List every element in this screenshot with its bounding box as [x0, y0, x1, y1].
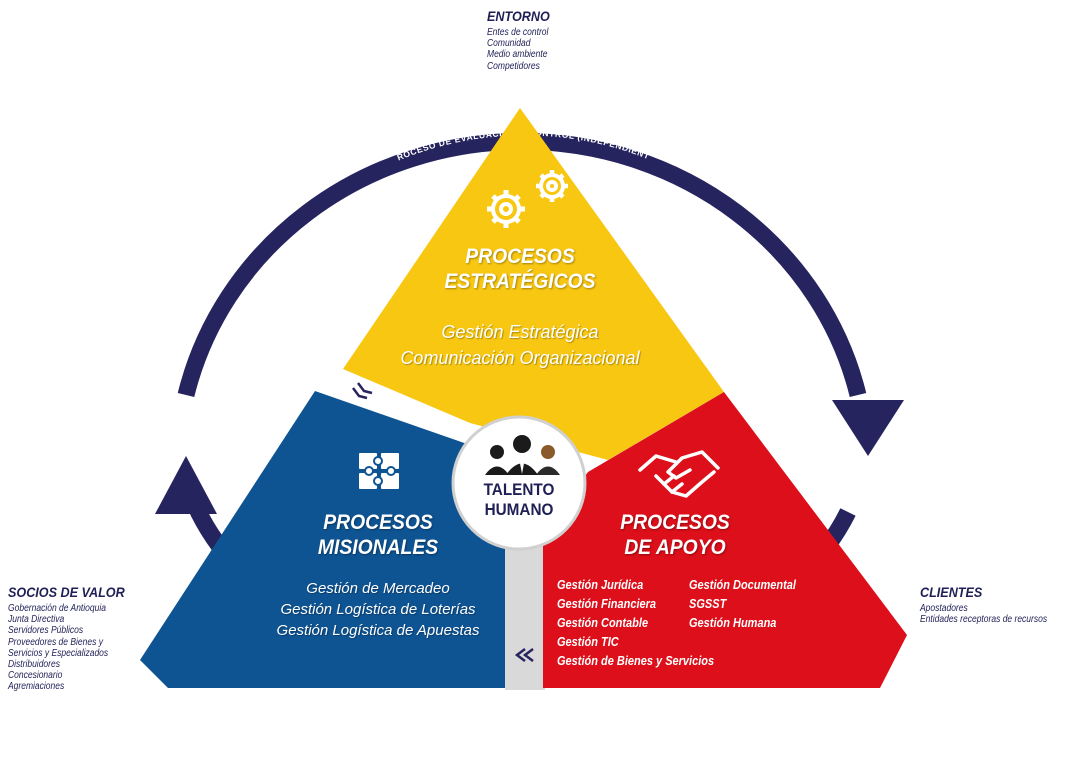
- estrategicos-item: Comunicación Organizacional: [400, 348, 640, 368]
- ring-arrowhead-left: [155, 456, 217, 514]
- apoyo-item: Gestión Financiera: [557, 597, 657, 611]
- socios-item: Concesionario: [8, 670, 63, 682]
- misionales-title-line2: MISIONALES: [317, 536, 439, 559]
- estrategicos-title-line2: ESTRATÉGICOS: [444, 270, 596, 293]
- handshake-icon: [638, 450, 720, 498]
- socios-item: Proveedores de Bienes y: [8, 636, 103, 648]
- socios-item: Junta Directiva: [8, 614, 65, 626]
- talento-line1: TALENTO: [483, 480, 555, 499]
- apoyo-item: Gestión Contable: [557, 616, 649, 630]
- misionales-title-line1: PROCESOS: [323, 511, 433, 534]
- socios-item: Agremiaciones: [8, 681, 65, 693]
- talento-line2: HUMANO: [484, 500, 554, 519]
- apoyo-segment: [543, 392, 907, 688]
- entorno-block: ENTORNO Entes de control Comunidad Medio…: [487, 8, 559, 72]
- ring-bottom-label: SEGUIMIENTO DE EVALUACIÓN A LA GESTIÓN: [412, 744, 637, 772]
- apoyo-title-line1: PROCESOS: [620, 511, 730, 534]
- talento-humano-label: TALENTO HUMANO: [474, 480, 564, 520]
- misionales-segment: [140, 391, 505, 688]
- double-chevron-left-icon: [514, 648, 534, 662]
- socios-item: Distribuidores: [8, 659, 60, 671]
- entorno-title: ENTORNO: [487, 8, 550, 24]
- estrategicos-item: Gestión Estratégica: [441, 322, 599, 342]
- socios-item: Servicios y Especializados: [8, 647, 109, 659]
- socios-item: Servidores Públicos: [8, 625, 84, 637]
- socios-de-valor-block: SOCIOS DE VALOR Gobernación de Antioquia…: [8, 584, 138, 693]
- entorno-item: Competidores: [487, 60, 540, 72]
- apoyo-item: SGSST: [689, 597, 727, 611]
- estrategicos-title-line1: PROCESOS: [465, 245, 575, 268]
- apoyo-title: PROCESOS DE APOYO: [597, 510, 753, 560]
- people-icon: [485, 435, 560, 475]
- clientes-title: CLIENTES: [920, 584, 983, 600]
- entorno-item: Entes de control: [487, 27, 549, 38]
- chevron-left-icon: [352, 382, 373, 400]
- gray-connector: [505, 510, 545, 690]
- gears-icon: [487, 170, 568, 228]
- puzzle-icon: [357, 451, 401, 491]
- misionales-title: PROCESOS MISIONALES: [295, 510, 461, 560]
- misionales-item: Gestión de Mercadeo: [306, 580, 450, 597]
- apoyo-item: Gestión Documental: [689, 578, 796, 592]
- estrategicos-segment: [343, 108, 724, 460]
- apoyo-item: Gestión TIC: [557, 635, 619, 649]
- apoyo-item: Gestión de Bienes y Servicios: [557, 654, 715, 668]
- entorno-item: Medio ambiente: [487, 49, 548, 61]
- clientes-item: Apostadores: [920, 603, 968, 614]
- entorno-item: Comunidad: [487, 38, 531, 50]
- apoyo-item: Gestión Jurídica: [557, 578, 644, 592]
- clientes-block: CLIENTES Apostadores Entidades receptora…: [920, 584, 1070, 625]
- estrategicos-title: PROCESOS ESTRATÉGICOS: [428, 244, 612, 294]
- apoyo-item: Gestión Humana: [689, 616, 777, 630]
- misionales-item: Gestión Logística de Loterías: [280, 601, 476, 618]
- ring-arrowhead-right: [832, 400, 904, 456]
- clientes-item: Entidades receptoras de recursos: [920, 614, 1048, 626]
- misionales-item: Gestión Logística de Apuestas: [276, 622, 480, 639]
- socios-item: Gobernación de Antioquia: [8, 603, 106, 614]
- socios-title: SOCIOS DE VALOR: [8, 584, 125, 600]
- apoyo-title-line2: DE APOYO: [624, 536, 726, 559]
